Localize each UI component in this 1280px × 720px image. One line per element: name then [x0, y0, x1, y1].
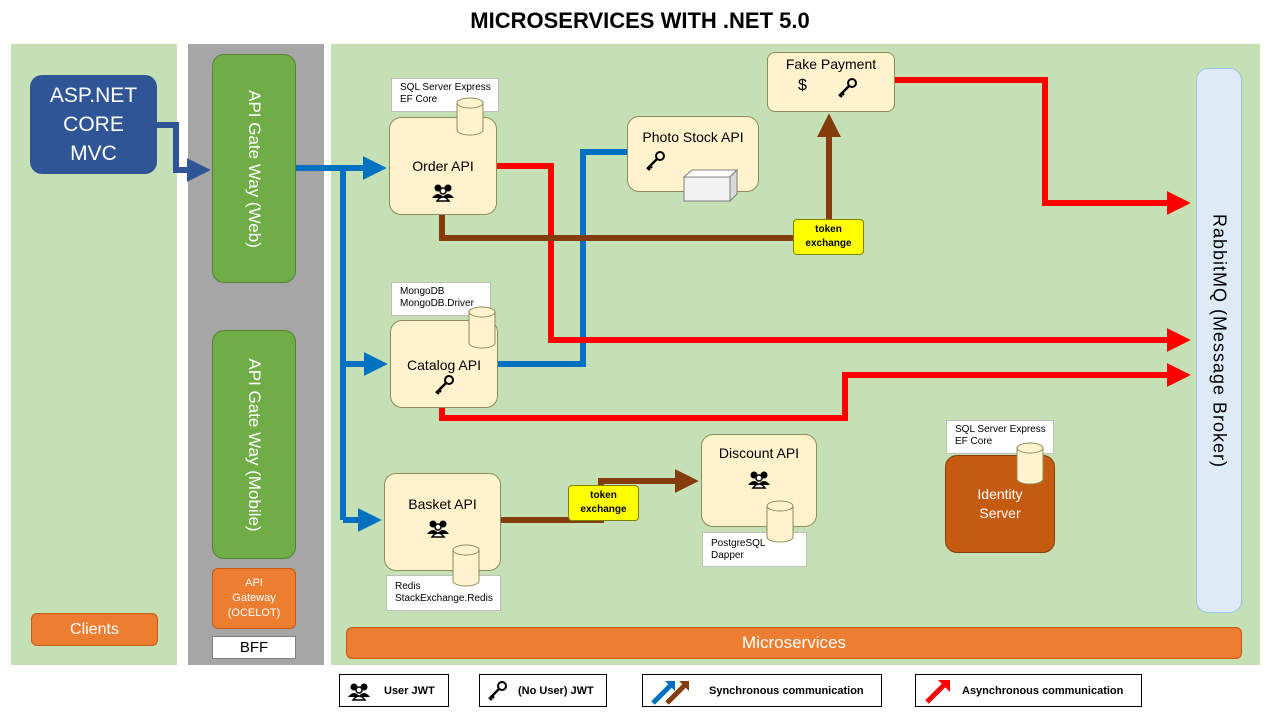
- fake-payment-box: Fake Payment $: [767, 52, 895, 112]
- user-jwt-icon: [426, 520, 449, 538]
- legend-async-label: Asynchronous communication: [962, 684, 1124, 697]
- order-api-label: Order API: [412, 158, 474, 174]
- key-icon: [435, 375, 454, 395]
- user-jwt-icon: [748, 471, 770, 489]
- mvc-to-gateway-arrow: [157, 122, 211, 182]
- rabbitmq-label: RabbitMQ (Message Broker): [1209, 213, 1230, 468]
- dollar-icon: $: [798, 77, 807, 94]
- database-cylinder-icon: [766, 500, 794, 543]
- token-exchange-badge-order: token exchange: [793, 219, 864, 255]
- database-cylinder-icon: [468, 306, 496, 349]
- diagram-title: MICROSERVICES WITH .NET 5.0: [470, 8, 810, 33]
- microservices-label: Microservices: [346, 627, 1242, 659]
- identity-server-label-2: Server: [979, 505, 1021, 521]
- database-cylinder-icon: [1016, 442, 1044, 485]
- rabbitmq-message-broker: RabbitMQ (Message Broker): [1196, 68, 1242, 613]
- fake-payment-label: Fake Payment: [785, 56, 877, 72]
- identity-db-note: SQL Server Express EF Core: [946, 420, 1054, 454]
- server-box-icon: [682, 169, 738, 203]
- order-to-payment-arrow: [439, 113, 841, 241]
- api-gateway-web: API Gate Way (Web): [212, 54, 296, 283]
- ocelot-gateway-box: API Gateway (OCELOT): [212, 568, 296, 629]
- discount-api-box: Discount API: [701, 434, 817, 527]
- basket-db-note: Redis StackExchange.Redis: [386, 575, 501, 611]
- async-arrow-icon: [925, 679, 950, 704]
- discount-api-label: Discount API: [718, 445, 800, 461]
- user-jwt-icon: [432, 184, 454, 202]
- legend-async: Asynchronous communication: [915, 674, 1142, 707]
- photo-stock-api-label: Photo Stock API: [642, 129, 744, 145]
- basket-api-box: Basket API: [384, 473, 501, 571]
- token-exchange-badge-basket: token exchange: [568, 485, 639, 521]
- key-icon: [838, 78, 857, 98]
- legend-no-user-jwt: (No User) JWT: [479, 674, 607, 707]
- api-gateway-mobile: API Gate Way (Mobile): [212, 330, 296, 559]
- legend-user-jwt-label: User JWT: [384, 684, 435, 697]
- key-icon: [488, 680, 507, 701]
- catalog-api-label: Catalog API: [407, 357, 481, 373]
- clients-label: Clients: [31, 613, 158, 646]
- identity-server-label-1: Identity: [977, 486, 1023, 502]
- catalog-to-rabbitmq-arrow: [439, 363, 1191, 421]
- legend-sync: Synchronous communication: [642, 674, 882, 707]
- user-jwt-icon: [348, 683, 370, 701]
- bff-label: BFF: [212, 636, 296, 659]
- basket-api-label: Basket API: [408, 496, 477, 512]
- key-icon: [646, 151, 665, 171]
- sync-arrows-icon: [651, 680, 689, 705]
- database-cylinder-icon: [456, 97, 484, 136]
- payment-to-rabbitmq-arrow: [895, 77, 1191, 215]
- photo-stock-api-box: Photo Stock API: [627, 116, 759, 203]
- aspnet-core-mvc-box: ASP.NET CORE MVC: [30, 75, 157, 174]
- legend-sync-label: Synchronous communication: [709, 684, 864, 697]
- database-cylinder-icon: [452, 544, 480, 587]
- legend-no-user-jwt-label: (No User) JWT: [518, 684, 594, 697]
- order-to-rabbitmq-arrow: [497, 163, 1191, 352]
- legend-user-jwt: User JWT: [339, 674, 449, 707]
- catalog-to-photostock-line: [497, 149, 628, 367]
